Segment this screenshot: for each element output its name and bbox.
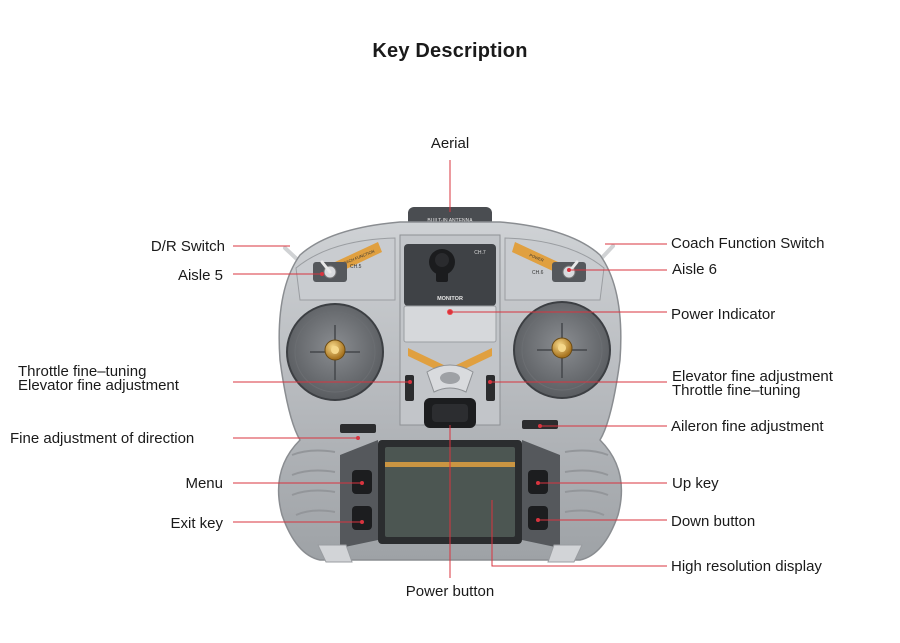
label-aileron-fine-adjustment: Aileron fine adjustment bbox=[671, 418, 824, 435]
label-coach-function-switch: Coach Function Switch bbox=[671, 235, 825, 252]
ch5-text: CH.5 bbox=[350, 264, 362, 270]
antenna-text: BUILT-IN ANTENNA bbox=[427, 218, 473, 224]
label-aisle-5: Aisle 5 bbox=[177, 267, 223, 284]
label-high-resolution-display: High resolution display bbox=[671, 558, 822, 575]
power-sticker-text: POWER bbox=[529, 252, 545, 262]
label-right-fine-tuning: Elevator fine adjustment Throttle fine–t… bbox=[672, 368, 833, 399]
label-throttle-fine-tuning-left: Throttle fine–tuning bbox=[18, 363, 147, 380]
exit-key[interactable] bbox=[352, 506, 372, 530]
ch7-text: CH.7 bbox=[474, 250, 486, 256]
left-stick[interactable] bbox=[324, 339, 346, 361]
center-hook bbox=[426, 364, 474, 393]
label-elevator-fine-adjustment-left: Elevator fine adjustment bbox=[18, 377, 179, 394]
label-elevator-fine-adjustment-right: Elevator fine adjustment bbox=[672, 368, 833, 385]
label-aerial: Aerial bbox=[430, 135, 470, 152]
label-menu: Menu bbox=[185, 475, 223, 492]
label-fine-adjustment-direction: Fine adjustment of direction bbox=[10, 430, 195, 447]
monitor-text: MONITOR bbox=[437, 296, 463, 302]
left-horizontal-trim[interactable] bbox=[340, 424, 376, 433]
label-up-key: Up key bbox=[672, 475, 719, 492]
label-dr-switch: D/R Switch bbox=[150, 238, 225, 255]
label-down-button: Down button bbox=[671, 513, 756, 530]
power-button[interactable] bbox=[424, 398, 476, 428]
center-knob[interactable] bbox=[429, 249, 455, 282]
ch6-text: CH.6 bbox=[532, 270, 544, 276]
right-stick[interactable] bbox=[551, 337, 573, 359]
label-power-button: Power button bbox=[405, 583, 495, 600]
label-left-fine-tuning: Throttle fine–tuning Elevator fine adjus… bbox=[18, 363, 179, 394]
label-aisle-6: Aisle 6 bbox=[672, 261, 718, 278]
left-toggle-switch[interactable] bbox=[313, 260, 347, 282]
label-exit-key: Exit key bbox=[170, 515, 223, 532]
leader-lines bbox=[233, 160, 667, 578]
right-sticker: POWER CH.6 bbox=[512, 242, 558, 276]
left-vertical-trim[interactable] bbox=[405, 375, 414, 401]
page-title: Key Description bbox=[372, 40, 528, 62]
leader-dots bbox=[320, 268, 571, 524]
right-vertical-trim[interactable] bbox=[486, 375, 495, 401]
label-throttle-fine-tuning-right: Throttle fine–tuning bbox=[672, 382, 801, 399]
label-power-indicator: Power Indicator bbox=[671, 306, 776, 323]
